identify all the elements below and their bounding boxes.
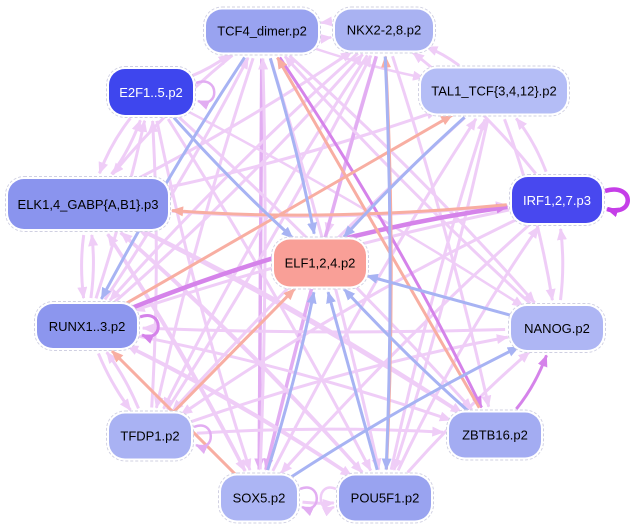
node-sox5[interactable]: SOX5.p2	[218, 472, 300, 524]
edge-irf1-tfdp1	[180, 217, 519, 416]
edge-e2f1-tcf4	[190, 53, 231, 78]
self-loop-runx1	[139, 314, 160, 344]
edge-elk1-nkx2	[136, 50, 353, 181]
node-irf1[interactable]: IRF1,2,7.p3	[509, 174, 605, 226]
edge-sox5-tcf4	[258, 57, 269, 470]
edge-e2f1-elf1	[172, 116, 294, 240]
edge-tal1-nkx2	[425, 45, 460, 67]
edge-irf1-sox5	[279, 223, 531, 475]
edge-irf1-elk1	[171, 203, 507, 217]
node-nanog[interactable]: NANOG.p2	[508, 303, 606, 353]
self-loop-tfdp1	[193, 424, 212, 455]
self-loop-irf1	[604, 187, 630, 218]
edge-nkx2-zbtb16	[391, 55, 492, 408]
edge-sox5-runx1	[110, 349, 237, 476]
self-loop-pou5f1	[319, 486, 337, 517]
node-label: NKX2-2,8.p2	[346, 22, 422, 38]
edge-runx1-tcf4	[103, 56, 250, 301]
edge-runx1-nkx2	[113, 53, 364, 303]
node-tal1[interactable]: TAL1_TCF{3,4,12}.p2	[418, 65, 570, 117]
edge-tcf4-runx1	[100, 56, 246, 300]
node-e2f1[interactable]: E2F1..5.p2	[106, 66, 196, 118]
node-label: ELF1,2,4.p2	[284, 255, 356, 271]
edge-tfdp1-elf1	[173, 287, 296, 413]
node-label: RUNX1..3.p2	[48, 318, 126, 334]
node-tfdp1[interactable]: TFDP1.p2	[106, 410, 194, 462]
edge-pou5f1-irf1	[396, 226, 540, 472]
edge-sox5-elf1	[266, 291, 317, 471]
edge-sox5-pou5f1	[302, 498, 335, 509]
node-nkx2[interactable]: NKX2-2,8.p2	[332, 6, 436, 54]
edge-nkx2-runx1	[108, 52, 359, 302]
edge-sox5-nanog	[289, 345, 520, 480]
node-label: TAL1_TCF{3,4,12}.p2	[431, 83, 557, 99]
node-label: IRF1,2,7.p3	[523, 192, 591, 208]
edge-tcf4-tfdp1	[153, 57, 255, 409]
self-loop-sox5	[299, 486, 318, 517]
node-pou5f1[interactable]: POU5F1.p2	[336, 472, 434, 524]
edge-nanog-runx1	[141, 323, 506, 334]
edge-nkx2-tcf4	[320, 16, 333, 27]
edge-sox5-elk1	[106, 233, 247, 472]
node-elf1[interactable]: ELF1,2,4.p2	[271, 236, 369, 290]
edge-zbtb16-elf1	[342, 288, 469, 412]
edge-nanog-tcf4	[283, 55, 532, 306]
edge-tcf4-elf1	[268, 57, 317, 235]
edge-e2f1-pou5f1	[166, 118, 373, 472]
edge-e2f1-nanog	[186, 109, 525, 308]
node-label: TCF4_dimer.p2	[217, 23, 307, 39]
edge-e2f1-elk1	[98, 117, 132, 175]
edge-elk1-runx1	[77, 234, 88, 300]
edge-nanog-elf1	[365, 273, 512, 317]
edge-tal1-elf1	[342, 116, 466, 238]
edge-runx1-tal1	[122, 113, 453, 307]
node-elk1[interactable]: ELK1,4_GABP{A,B1}.p3	[5, 176, 171, 232]
edge-nanog-irf1	[557, 227, 567, 301]
node-label: TFDP1.p2	[120, 428, 180, 444]
edge-tcf4-nkx2	[319, 33, 333, 44]
edge-irf1-tal1	[515, 117, 548, 173]
edge-tfdp1-runx1	[105, 351, 140, 409]
edge-pou5f1-elk1	[120, 231, 364, 474]
node-zbtb16[interactable]: ZBTB16.p2	[446, 409, 544, 461]
node-runx1[interactable]: RUNX1..3.p2	[34, 301, 140, 351]
node-label: NANOG.p2	[524, 320, 590, 336]
self-loop-e2f1	[195, 80, 216, 110]
edge-zbtb16-tcf4	[276, 56, 481, 409]
edge-runx1-tfdp1	[97, 352, 132, 412]
edge-runx1-elk1	[88, 234, 99, 299]
edge-zbtb16-elk1	[137, 227, 462, 415]
edge-pou5f1-elf1	[326, 291, 379, 471]
node-label: POU5F1.p2	[350, 490, 420, 506]
node-label: ELK1,4_GABP{A,B1}.p3	[17, 196, 159, 212]
edge-nkx2-tfdp1	[162, 54, 369, 410]
edge-sox5-tal1	[271, 117, 478, 472]
node-label: ZBTB16.p2	[462, 427, 528, 443]
edge-tfdp1-nkx2	[165, 54, 373, 411]
edge-nkx2-pou5f1	[381, 56, 392, 471]
edge-e2f1-sox5	[155, 120, 252, 472]
node-label: E2F1..5.p2	[119, 84, 183, 100]
edge-zbtb16-nanog	[515, 354, 548, 410]
node-tcf4[interactable]: TCF4_dimer.p2	[203, 6, 321, 56]
node-label: SOX5.p2	[232, 490, 286, 506]
